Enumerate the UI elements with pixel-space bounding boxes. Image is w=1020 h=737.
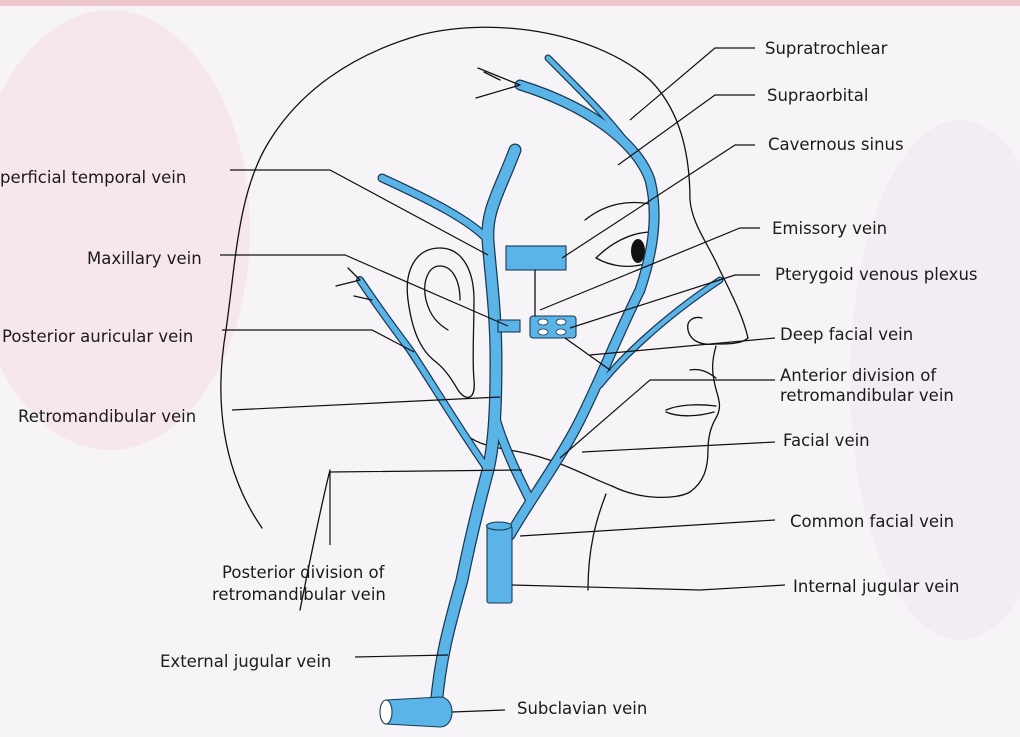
label-deep-facial-vein: Deep facial vein <box>780 325 913 344</box>
internal-jugular-vein-shape <box>486 525 513 604</box>
leader-lines <box>220 47 786 713</box>
maxillary-vein-shape <box>497 319 521 333</box>
label-cavernous-sinus: Cavernous sinus <box>768 135 904 154</box>
label-emissory-vein: Emissory vein <box>772 219 887 238</box>
posterior-division-path <box>492 416 534 504</box>
auricular-twigs <box>335 267 373 301</box>
lips <box>665 368 717 417</box>
supratrochlear-path <box>545 55 653 183</box>
label-superficial-temporal-vein: perficial temporal vein <box>0 168 186 187</box>
lower-face-outline <box>611 345 721 499</box>
label-supratrochlear: Supratrochlear <box>765 39 888 58</box>
label-external-jugular-vein: External jugular vein <box>160 652 331 671</box>
plexus-holes <box>537 318 567 336</box>
ear-outline <box>406 247 475 399</box>
label-pterygoid-venous-plexus: Pterygoid venous plexus <box>775 265 978 284</box>
superficial-temporal-branch <box>378 174 492 244</box>
ear-inner <box>424 265 461 331</box>
subclavian-vein-shape <box>385 696 453 728</box>
label-supraorbital: Supraorbital <box>767 86 868 105</box>
deep-facial-line <box>564 337 611 371</box>
jaw-line <box>467 435 613 487</box>
front-neck-line <box>587 493 607 591</box>
skull-profile <box>220 26 749 529</box>
label-common-facial-vein: Common facial vein <box>790 512 954 531</box>
label-posterior-division-1: Posterior division of <box>222 563 386 582</box>
pupil <box>631 239 645 263</box>
eyebrow <box>584 201 659 221</box>
label-posterior-auricular-vein: Posterior auricular vein <box>2 327 193 346</box>
veins <box>335 54 724 728</box>
pterygoid-plexus-shape <box>529 315 577 339</box>
back-neck-line <box>299 469 331 611</box>
vein-edges <box>356 54 724 714</box>
supraorbital-twigs <box>475 67 521 99</box>
label-retromandibular-vein: Retromandibular vein <box>18 407 196 426</box>
label-posterior-division-2: retromandibular vein <box>212 585 386 604</box>
vein-fills <box>357 55 723 713</box>
label-maxillary-vein: Maxillary vein <box>87 249 202 268</box>
label-anterior-division-1: Anterior division of <box>780 366 937 385</box>
nose-outline <box>687 316 749 346</box>
labels: Supratrochlear Supraorbital Cavernous si… <box>0 39 978 718</box>
facial-upper-branch <box>597 277 723 388</box>
background-ghost <box>0 0 1020 450</box>
label-subclavian-vein: Subclavian vein <box>517 699 647 718</box>
label-facial-vein: Facial vein <box>783 431 870 450</box>
cavernous-sinus-shape <box>505 245 567 271</box>
label-internal-jugular-vein: Internal jugular vein <box>793 577 960 596</box>
label-anterior-division-2: retromandibular vein <box>780 386 954 405</box>
